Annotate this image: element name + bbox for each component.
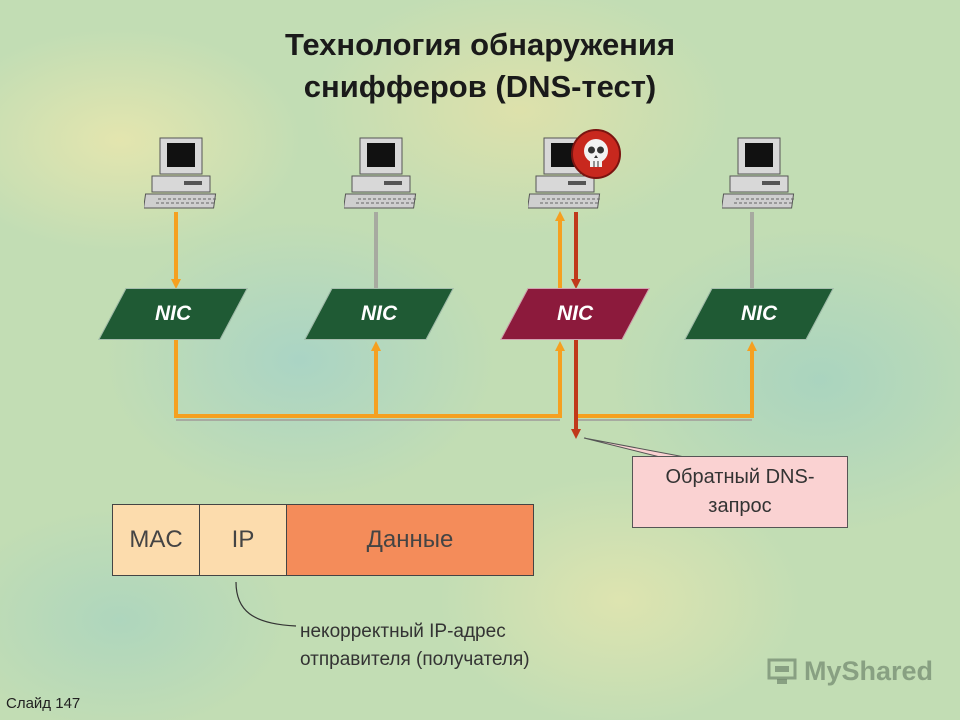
nic-label: NIC (740, 302, 778, 325)
packet-structure: MAC IP Данные (112, 504, 534, 576)
watermark-logo-icon (767, 658, 797, 684)
callout-line-2: запрос (708, 495, 772, 517)
watermark: MyShared (766, 656, 933, 687)
packet-field-mac: MAC (113, 505, 200, 575)
packet-field-ip: IP (200, 505, 287, 575)
nic-label: NIC (556, 302, 594, 325)
watermark-text: MyShared (804, 656, 934, 686)
computer-icon (721, 134, 802, 214)
packet-note: некорректный IP-адрес отправителя (получ… (300, 618, 530, 674)
packet-note-line-1: некорректный IP-адрес (300, 621, 506, 642)
callout-line-1: Обратный DNS- (665, 466, 815, 488)
slide-title: Технология обнаружения снифферов (DNS-те… (180, 24, 780, 108)
computer-icon (527, 134, 608, 214)
slide-number: Слайд 147 (6, 695, 81, 712)
packet-field-data: Данные (287, 505, 533, 575)
skull-icon (570, 128, 622, 180)
nic-label: NIC (360, 302, 398, 325)
computer-icon (143, 134, 224, 214)
packet-note-line-2: отправителя (получателя) (300, 649, 530, 670)
title-line-2: снифферов (DNS-тест) (303, 69, 657, 104)
computer-icon (343, 134, 424, 214)
nic-label: NIC (154, 302, 192, 325)
packet-note-pointer (235, 581, 297, 627)
title-line-1: Технология обнаружения (284, 27, 676, 62)
callout-pointer (583, 437, 691, 459)
dns-query-callout: Обратный DNS- запрос (632, 456, 848, 528)
